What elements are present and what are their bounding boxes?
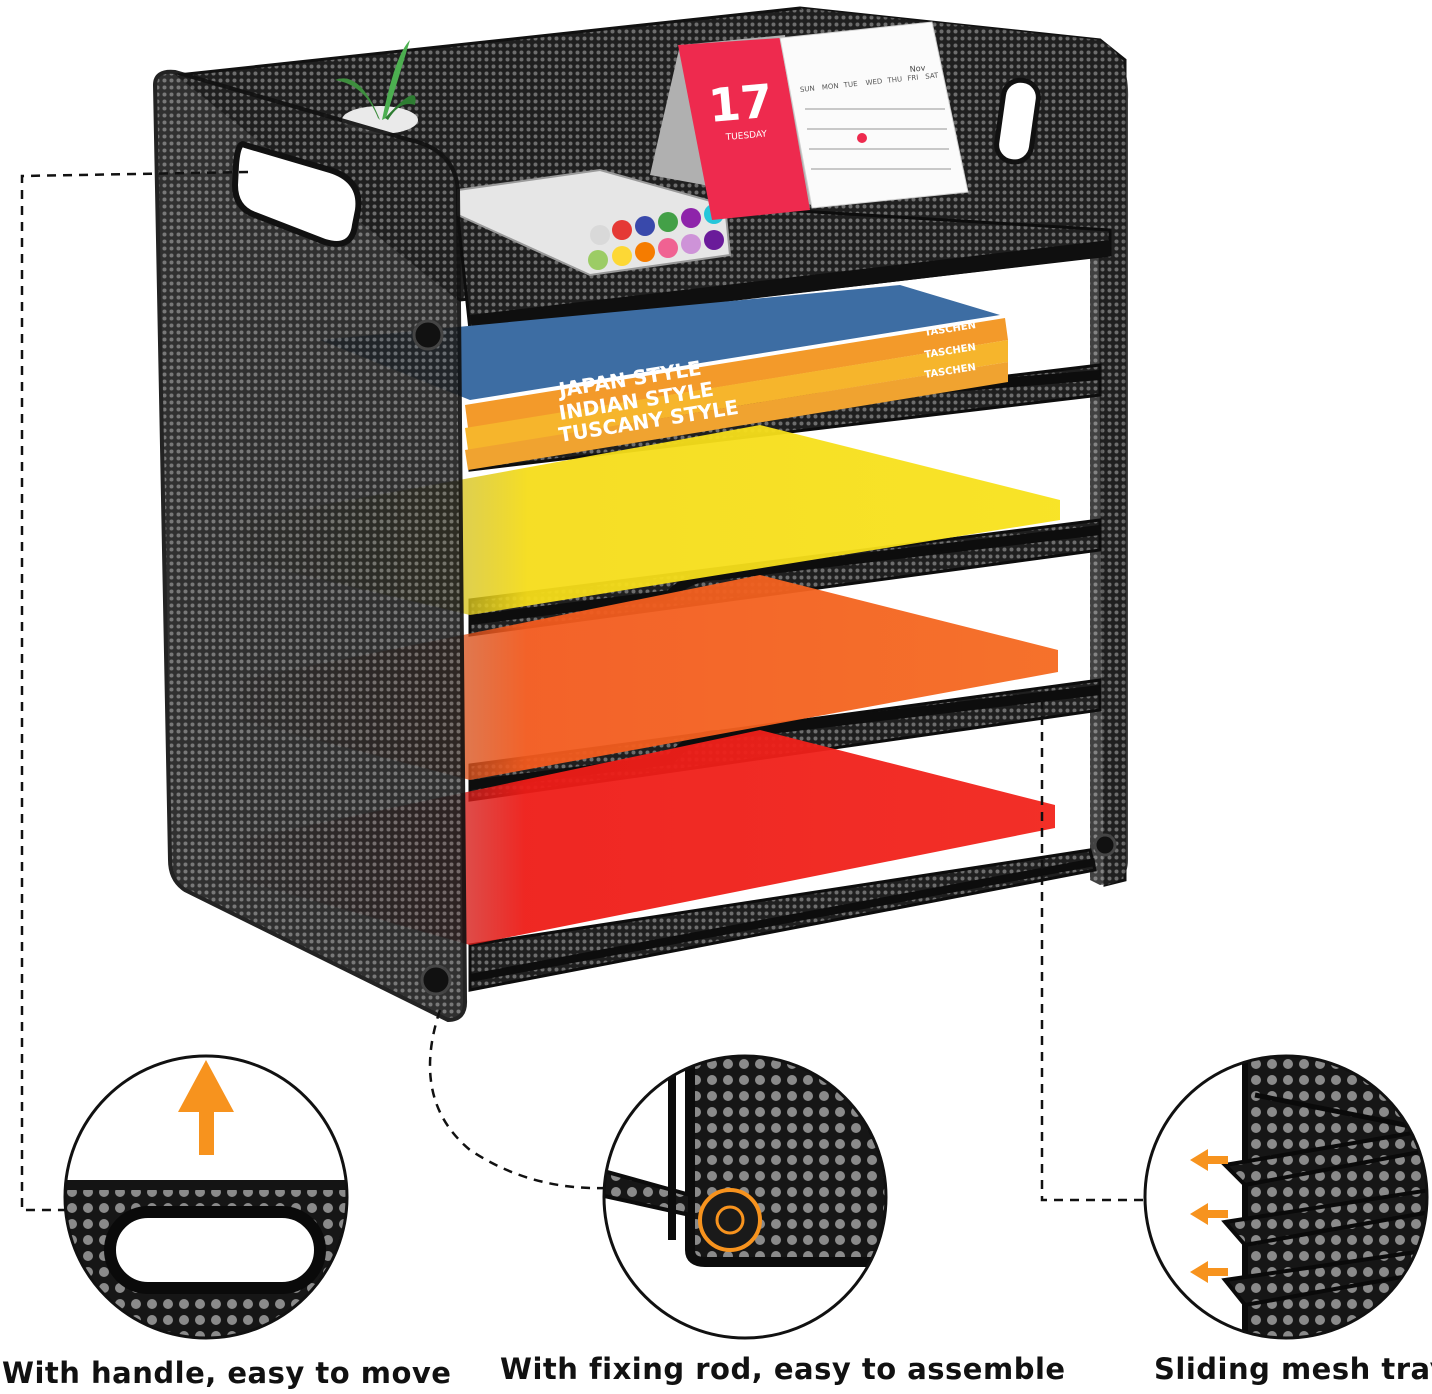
desk-calendar: 17 TUESDAY Nov SUN MON TUE WED THU FRI S… [650,21,969,220]
calendar-col-fri: FRI [907,74,919,83]
caption-fixing-rod: With fixing rod, easy to assemble [500,1352,1066,1386]
handle-callout-line [20,170,249,1212]
bolt-bottom [420,964,452,996]
caption-sliding-tray: Sliding mesh tray [1154,1352,1432,1386]
rod-callout-line [428,1009,606,1190]
calendar-weekday: TUESDAY [724,129,767,143]
calendar-col-wed: WED [865,77,882,87]
calendar-col-tue: TUE [842,80,858,90]
caption-handle: With handle, easy to move [2,1356,452,1390]
mini-tray-3 [1221,1247,1427,1308]
calendar-month: Nov [909,63,926,74]
calendar-col-sun: SUN [800,84,816,94]
calendar-day: 17 [706,74,774,133]
mini-tray-2 [1221,1187,1427,1248]
calendar-col-sat: SAT [925,71,940,80]
calendar-col-thu: THU [886,75,902,85]
marker-box [457,168,732,277]
callout-lines [20,170,1148,1212]
mini-tray-1 [1220,1127,1427,1188]
fixing-rod-bolt-icon [698,1188,762,1252]
tray-5 [468,848,1097,992]
up-arrow-icon [178,1060,234,1155]
rod-detail-circle [602,1054,888,1340]
handle-detail-circle [63,1054,349,1340]
handle-opening [104,1206,326,1294]
book-stack: JAPAN STYLE INDIAN STYLE TUSCANY STYLE T… [320,285,1008,470]
tray-callout-line [1040,700,1148,1202]
calendar-col-mon: MON [821,82,839,92]
tray-detail-circle [1143,1054,1429,1340]
desk-organizer: JAPAN STYLE INDIAN STYLE TUSCANY STYLE T… [152,6,1129,1023]
left-arrow-icon [1190,1149,1228,1283]
bolt-top [412,319,444,351]
